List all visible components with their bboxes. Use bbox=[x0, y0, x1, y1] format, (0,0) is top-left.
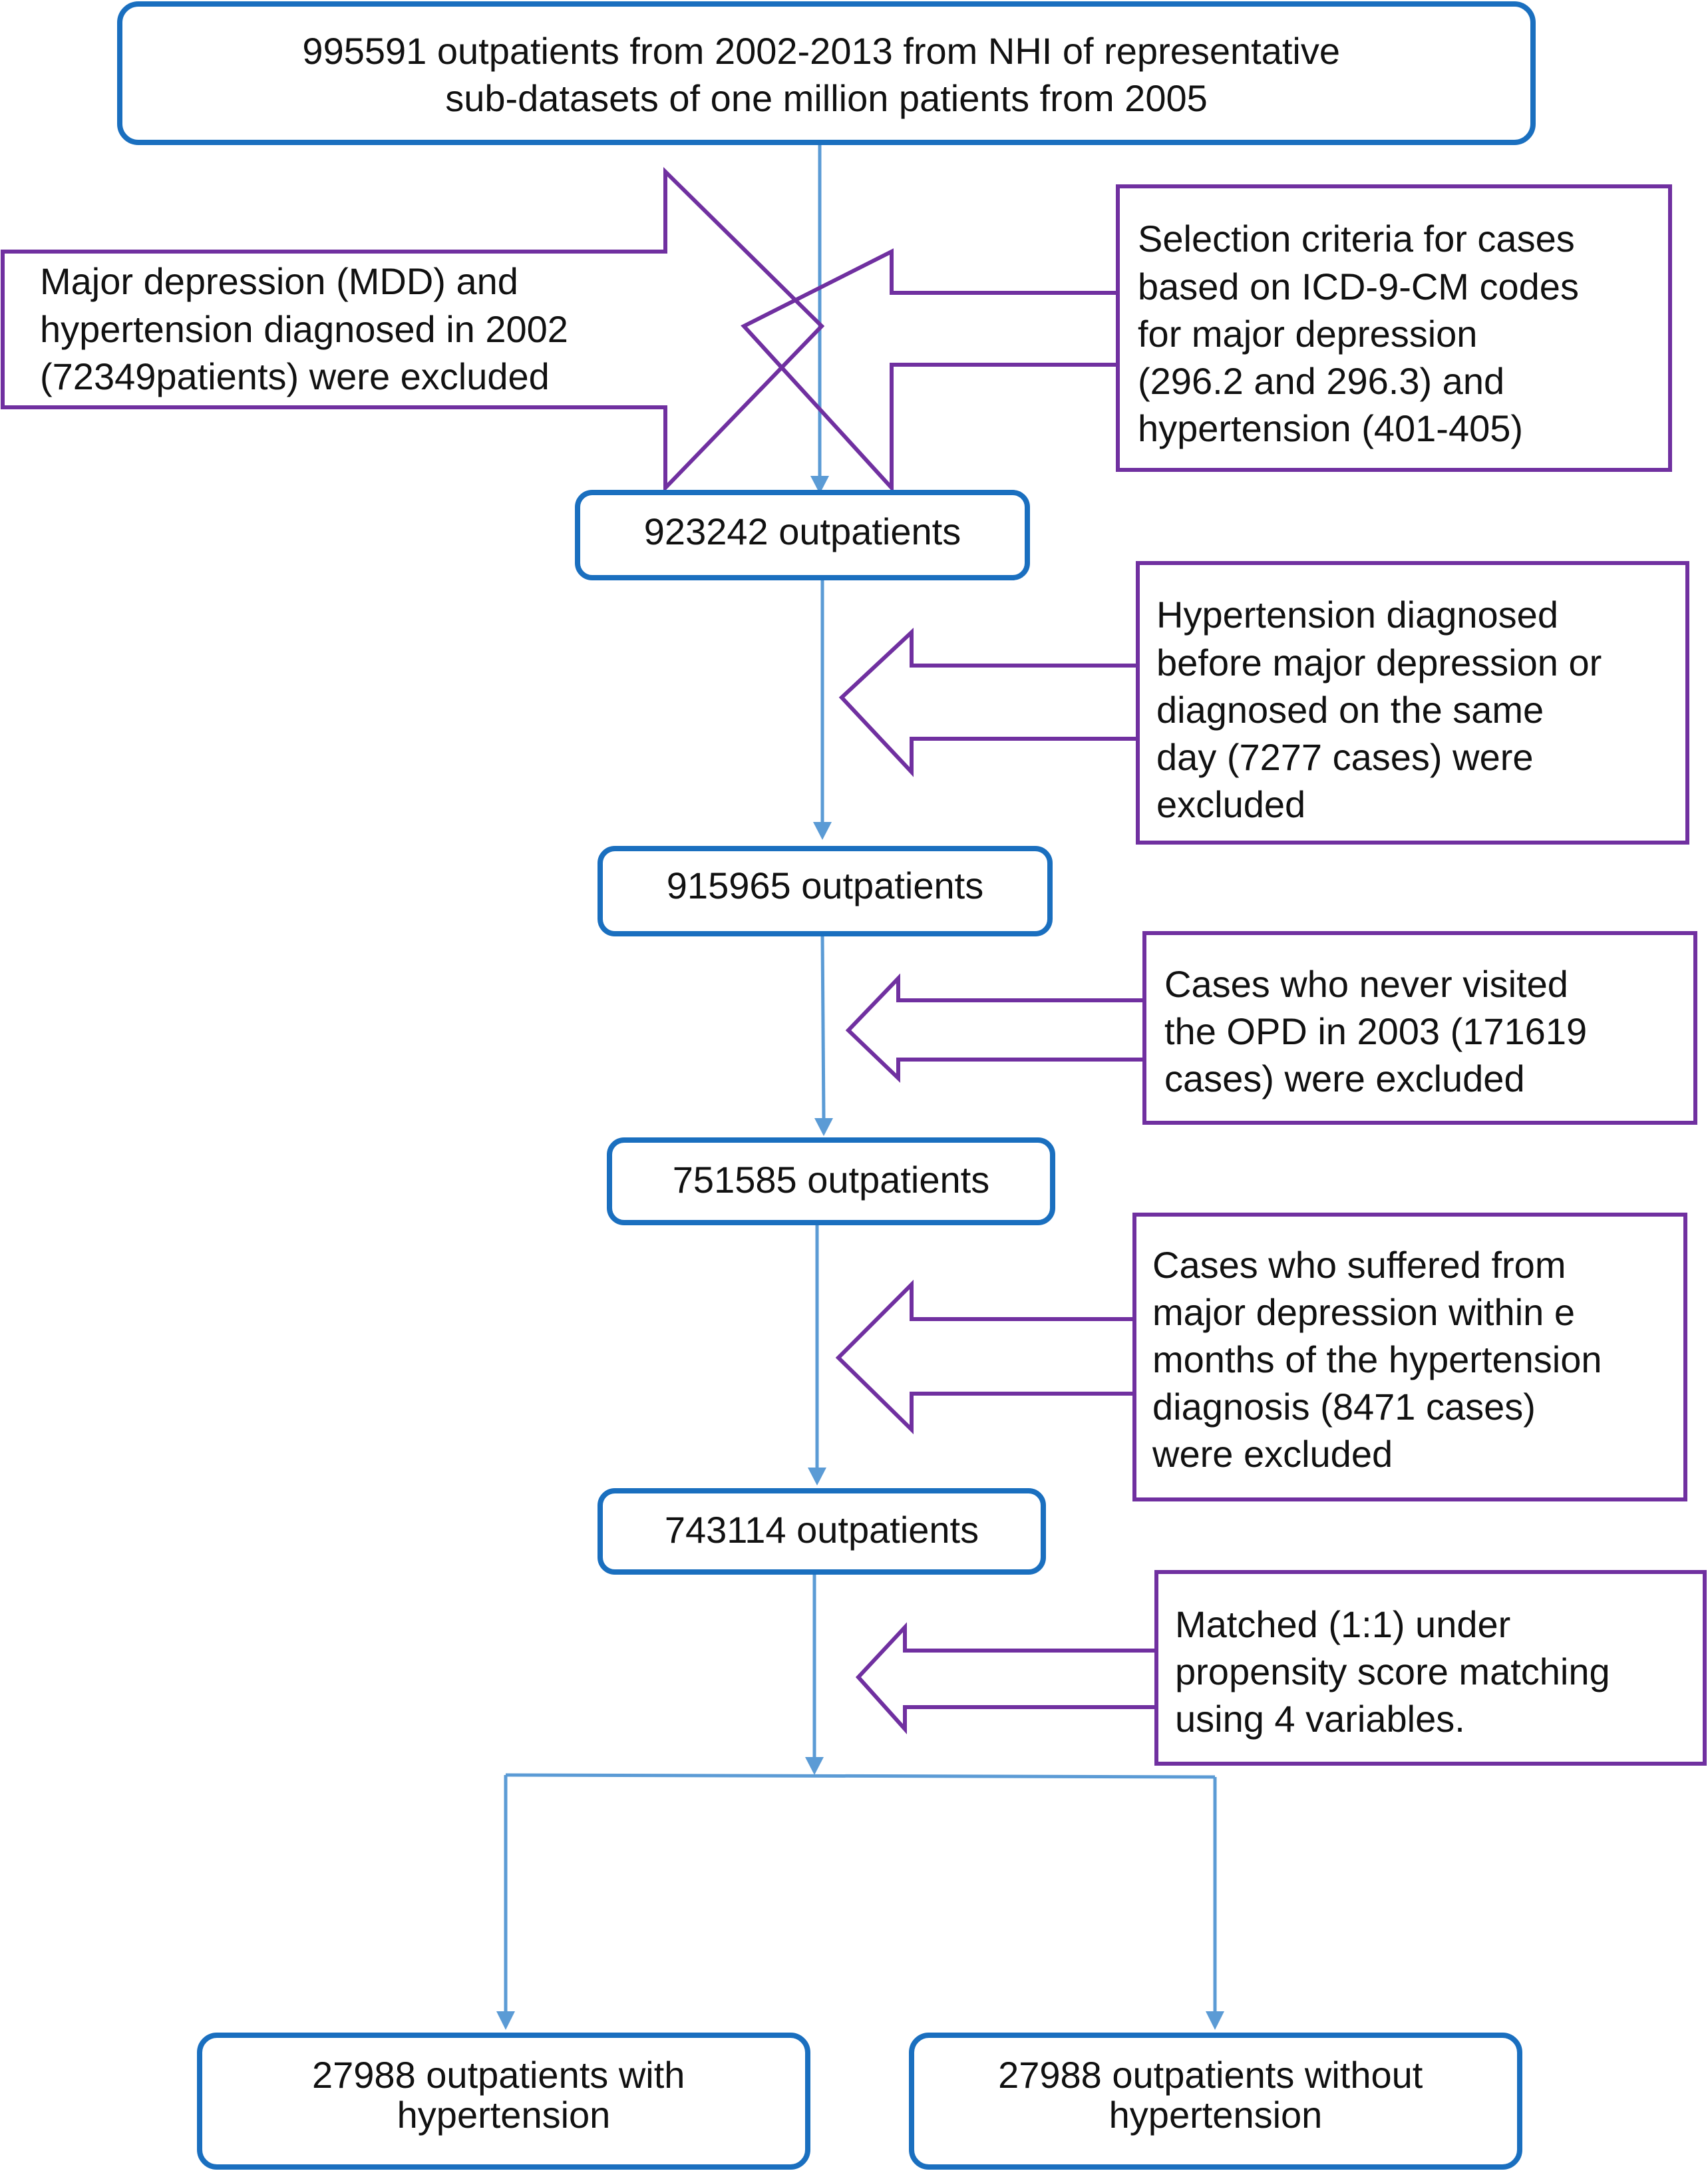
exclusion4-box bbox=[1132, 1213, 1687, 1501]
connector-step2-to-step3 bbox=[820, 934, 826, 1119]
step4-box bbox=[598, 1488, 1046, 1575]
step4-text: 743114 outpatients bbox=[665, 1509, 979, 1551]
matching-text: Matched (1:1) under propensity score mat… bbox=[1175, 1603, 1620, 1740]
exclusion2-box bbox=[1136, 561, 1689, 845]
left-exclusion-arrow bbox=[1, 166, 825, 493]
left-exclusion-text: Major depression (MDD) and hypertension … bbox=[40, 260, 579, 397]
group-without-box bbox=[909, 2033, 1522, 2170]
step2-text: 915965 outpatients bbox=[667, 865, 983, 906]
start-box bbox=[117, 1, 1536, 145]
selection-criteria-text: Selection criteria for cases based on IC… bbox=[1138, 218, 1590, 449]
step1-box bbox=[575, 490, 1030, 580]
step3-box bbox=[607, 1137, 1055, 1225]
arrowhead-step1 bbox=[810, 476, 829, 494]
group-with-box bbox=[197, 2033, 810, 2170]
group-with-text: 27988 outpatients with hypertension bbox=[312, 2054, 695, 2136]
exclusion4-arrow bbox=[835, 1279, 1136, 1435]
exclusion2-text: Hypertension diagnosed before major depr… bbox=[1156, 594, 1612, 825]
arrowhead-group-with bbox=[496, 2011, 515, 2030]
exclusion2-arrow bbox=[838, 628, 1141, 777]
arrowhead-step2 bbox=[813, 822, 832, 840]
group-without-text: 27988 outpatients without hypertension bbox=[998, 2054, 1433, 2136]
connector-split-horizontal bbox=[505, 1773, 1216, 1779]
flow-connectors bbox=[496, 145, 1224, 2030]
step2-box bbox=[598, 846, 1053, 936]
selection-criteria-box bbox=[1116, 184, 1672, 472]
arrowhead-step4 bbox=[808, 1468, 826, 1485]
selection-criteria-arrow bbox=[741, 248, 1120, 493]
exclusion3-text: Cases who never visited the OPD in 2003 … bbox=[1164, 963, 1598, 1099]
start-text: 995591 outpatients from 2002-2013 from N… bbox=[302, 30, 1350, 119]
matching-arrow bbox=[855, 1622, 1158, 1734]
step3-text: 751585 outpatients bbox=[673, 1159, 989, 1201]
exclusion3-box bbox=[1142, 931, 1697, 1125]
arrowhead-step3 bbox=[814, 1118, 833, 1136]
arrowhead-split bbox=[805, 1757, 824, 1775]
exclusion3-arrow bbox=[845, 973, 1146, 1084]
arrowhead-group-without bbox=[1206, 2011, 1224, 2030]
exclusion4-text: Cases who suffered from major depression… bbox=[1152, 1244, 1612, 1475]
matching-box bbox=[1154, 1570, 1707, 1766]
step1-text: 923242 outpatients bbox=[644, 510, 961, 552]
